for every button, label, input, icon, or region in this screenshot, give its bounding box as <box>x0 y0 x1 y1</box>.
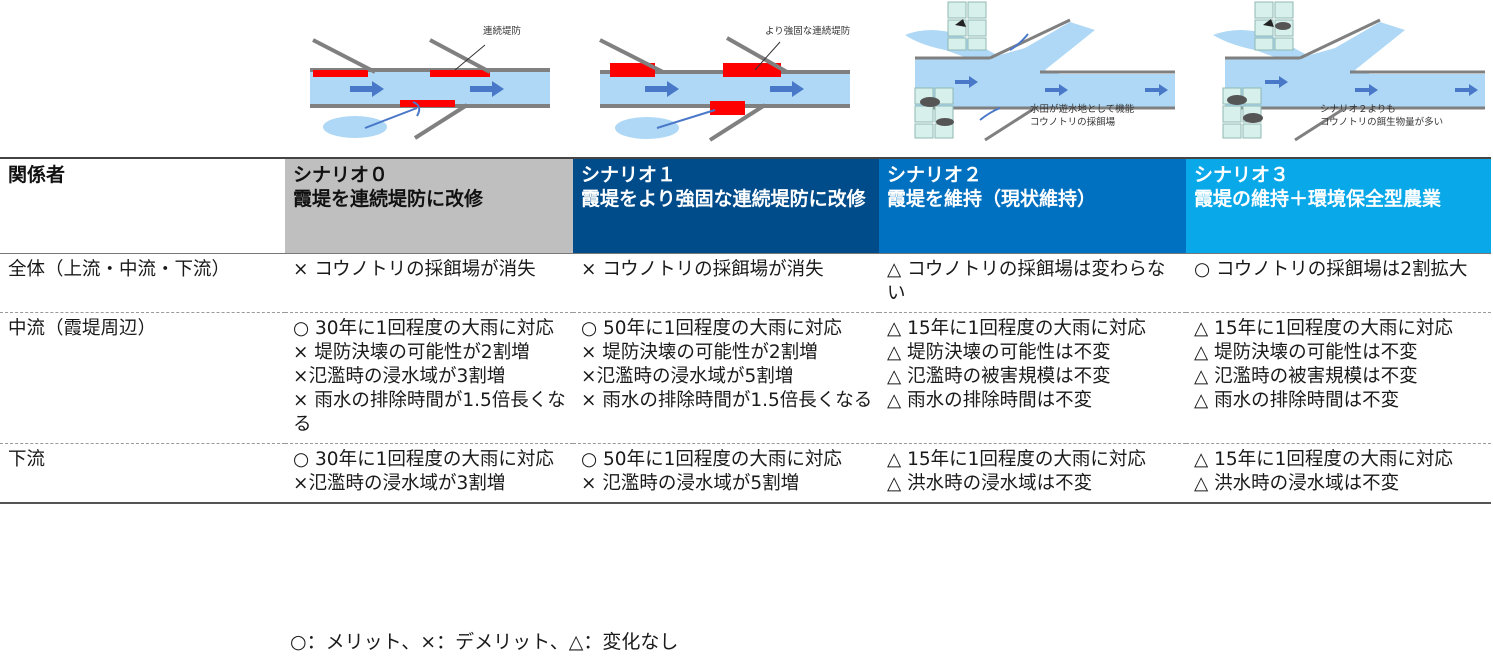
scenario-comparison-table: 関係者 シナリオ０ 霞堤を連続堤防に改修 シナリオ１ 霞堤をより強固な連続堤防に… <box>0 157 1491 504</box>
table-row-overall: 全体（上流・中流・下流） × コウノトリの採餌場が消失 × コウノトリの採餌場が… <box>0 253 1491 313</box>
figure-2-diagram <box>905 1 1175 142</box>
header-scenario-2: シナリオ２ 霞堤を維持（現状維持） <box>879 157 1186 254</box>
cell-scenario-0: × コウノトリの採餌場が消失 <box>285 253 573 313</box>
cell-stakeholder: 中流（霞堤周辺） <box>0 312 285 444</box>
cell-scenario-2: △ 15年に1回程度の大雨に対応 △ 洪水時の浸水域は不変 <box>879 443 1186 504</box>
figure-1-diagram <box>599 36 850 142</box>
cell-scenario-0: ○ 30年に1回程度の大雨に対応 × 堤防決壊の可能性が2割増 ×氾濫時の浸水域… <box>285 312 573 444</box>
figure-scenario-3: シナリオ２よりも コウノトリの餌生物量が多い <box>1195 0 1490 155</box>
cell-scenario-0: ○ 30年に1回程度の大雨に対応 ×氾濫時の浸水域が3割増 <box>285 443 573 504</box>
figure-1-caption: より強固な連続堤防 <box>765 26 851 37</box>
figure-0-diagram <box>310 38 550 140</box>
cell-scenario-2: △ 15年に1回程度の大雨に対応 △ 堤防決壊の可能性は不変 △ 氾濫時の被害規… <box>879 312 1186 444</box>
cell-stakeholder: 下流 <box>0 443 285 504</box>
figure-2-caption-line2: コウノトリの採餌場 <box>1030 117 1116 128</box>
cell-scenario-3: △ 15年に1回程度の大雨に対応 △ 堤防決壊の可能性は不変 △ 氾濫時の被害規… <box>1186 312 1491 444</box>
table-header-row: 関係者 シナリオ０ 霞堤を連続堤防に改修 シナリオ１ 霞堤をより強固な連続堤防に… <box>0 157 1491 254</box>
cell-scenario-3: ○ コウノトリの採餌場は2割拡大 <box>1186 253 1491 313</box>
figure-3-caption-line2: コウノトリの餌生物量が多い <box>1320 117 1444 128</box>
table-row-midstream: 中流（霞堤周辺） ○ 30年に1回程度の大雨に対応 × 堤防決壊の可能性が2割増… <box>0 312 1491 444</box>
cell-scenario-1: ○ 50年に1回程度の大雨に対応 × 堤防決壊の可能性が2割増 ×氾濫時の浸水域… <box>573 312 879 444</box>
header-stakeholder: 関係者 <box>0 157 285 254</box>
header-scenario-3: シナリオ３ 霞堤の維持＋環境保全型農業 <box>1186 157 1491 254</box>
scenario-figures: 連続堤防 より強固な連続堤防 <box>0 0 1493 160</box>
header-scenario-0: シナリオ０ 霞堤を連続堤防に改修 <box>285 157 573 254</box>
table-row-downstream: 下流 ○ 30年に1回程度の大雨に対応 ×氾濫時の浸水域が3割増 ○ 50年に1… <box>0 443 1491 504</box>
figure-scenario-1: より強固な連続堤防 <box>595 0 870 155</box>
figure-3-caption-line1: シナリオ２よりも <box>1320 104 1396 115</box>
figure-scenario-2: 水田が遊水地として機能 コウノトリの採餌場 <box>890 0 1180 155</box>
cell-stakeholder: 全体（上流・中流・下流） <box>0 253 285 313</box>
symbol-legend: ○：メリット、×：デメリット、△：変化なし <box>290 631 679 653</box>
header-scenario-1: シナリオ１ 霞堤をより強固な連続堤防に改修 <box>573 157 879 254</box>
cell-scenario-2: △ コウノトリの採餌場は変わらない <box>879 253 1186 313</box>
cell-scenario-3: △ 15年に1回程度の大雨に対応 △ 洪水時の浸水域は不変 <box>1186 443 1491 504</box>
figure-2-caption-line1: 水田が遊水地として機能 <box>1030 104 1135 115</box>
cell-scenario-1: × コウノトリの採餌場が消失 <box>573 253 879 313</box>
cell-scenario-1: ○ 50年に1回程度の大雨に対応 × 氾濫時の浸水域が5割増 <box>573 443 879 504</box>
figure-0-caption: 連続堤防 <box>483 26 522 37</box>
figure-scenario-0: 連続堤防 <box>305 0 555 155</box>
figure-3-diagram <box>1213 1 1485 142</box>
